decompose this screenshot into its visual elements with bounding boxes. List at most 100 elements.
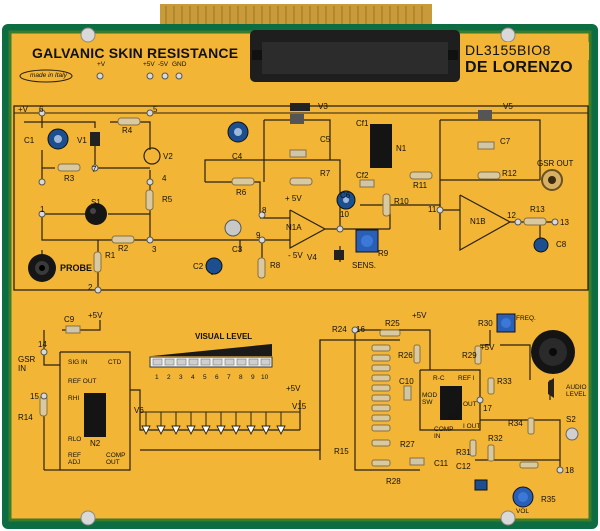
label-i-out: I OUT xyxy=(463,423,481,430)
resistor-r6 xyxy=(231,177,255,186)
switch-s2[interactable] xyxy=(565,427,579,441)
label-n1b: N1B xyxy=(470,217,486,226)
ic-n1 xyxy=(370,124,392,168)
label-c6: C6 xyxy=(340,191,351,200)
label-node-3: 3 xyxy=(152,245,157,254)
label-p5v-r29: +5V xyxy=(480,343,495,352)
label-node-16: 16 xyxy=(356,325,365,334)
supply-label-v: +V xyxy=(97,61,106,68)
label-node-5: 5 xyxy=(153,105,158,114)
label-c4: C4 xyxy=(232,152,243,161)
label-ctd: CTD xyxy=(108,359,122,366)
label-r13: R13 xyxy=(530,205,545,214)
label-node-9: 9 xyxy=(256,231,261,240)
resistor-r5 xyxy=(145,189,154,211)
label-v3: V3 xyxy=(318,102,328,111)
label-sig-in: SIG IN xyxy=(68,359,88,366)
capacitor-c5 xyxy=(289,149,307,158)
resistor-r11 xyxy=(409,171,433,180)
segment-label-9: 9 xyxy=(251,374,255,381)
label-node-13: 13 xyxy=(560,218,569,227)
switch-s1[interactable] xyxy=(85,203,107,225)
label-r12: R12 xyxy=(502,169,517,178)
board-title: GALVANIC SKIN RESISTANCE xyxy=(32,45,239,61)
label-p5v-r25: +5V xyxy=(412,311,427,320)
label-mod-sw: MOD SW xyxy=(422,392,438,407)
label-c8: C8 xyxy=(556,240,567,249)
label-p5v-leds: +5V xyxy=(286,384,301,393)
label-node-8: 8 xyxy=(262,206,267,215)
label-r6: R6 xyxy=(236,188,247,197)
transistor-v2 xyxy=(143,147,161,165)
label-r1: R1 xyxy=(105,251,116,260)
label-rhi: RHI xyxy=(68,395,80,402)
diode-v1 xyxy=(90,132,100,146)
segment-label-6: 6 xyxy=(215,374,219,381)
ic-n3 xyxy=(440,386,462,420)
label-r25: R25 xyxy=(385,319,400,328)
label-node-7: 7 xyxy=(92,165,97,174)
supply-pins xyxy=(96,72,183,80)
label-cf1: Cf1 xyxy=(356,119,369,128)
label-ref-adj: REF ADJ xyxy=(68,452,81,467)
label-r5: R5 xyxy=(162,195,173,204)
diode-v5 xyxy=(478,110,492,120)
label-visual-level: VISUAL LEVEL xyxy=(195,332,253,341)
resistor-r7 xyxy=(289,177,313,186)
capacitor-c10 xyxy=(403,385,412,401)
label-n1a: N1A xyxy=(286,223,302,232)
label-probe: PROBE xyxy=(60,263,93,273)
board-model-code: DL3155BIO8 xyxy=(465,42,551,58)
label-gsr-out: GSR OUT xyxy=(537,159,574,168)
label-out: OUT xyxy=(463,401,477,408)
made-in-italy-badge xyxy=(19,69,73,83)
label-freq: FREQ. xyxy=(516,315,536,322)
label-comp-in: COMP IN xyxy=(434,426,454,441)
edge-connector-contacts xyxy=(165,6,423,27)
label-node-10: 10 xyxy=(340,210,349,219)
diode-v3-body xyxy=(290,114,304,124)
diode-v3 xyxy=(290,103,310,111)
segment-label-2: 2 xyxy=(167,374,171,381)
label-r10: R10 xyxy=(394,197,409,206)
label-r27: R27 xyxy=(400,440,415,449)
label-s2: S2 xyxy=(566,415,576,424)
resistor-r2 xyxy=(111,235,135,244)
led-leads xyxy=(140,411,300,426)
label-node-15: 15 xyxy=(30,392,39,401)
visual-level-wedge xyxy=(152,344,272,356)
segment-label-4: 4 xyxy=(191,374,195,381)
label-r24: R24 xyxy=(332,325,347,334)
segment-label-10: 10 xyxy=(261,374,269,381)
label-n1: N1 xyxy=(396,144,407,153)
ic-n2 xyxy=(84,393,106,437)
resistor-r4 xyxy=(117,117,141,126)
label-node-6: 6 xyxy=(39,105,44,114)
model-panel xyxy=(463,42,589,60)
label-c11: C11 xyxy=(434,459,449,468)
label-r30: R30 xyxy=(478,319,493,328)
label-cf2: Cf2 xyxy=(356,171,369,180)
label-c12: C12 xyxy=(456,462,471,471)
resistor-r12 xyxy=(477,171,501,180)
label-node-1: 1 xyxy=(40,205,45,214)
label-s1: S1 xyxy=(91,198,101,207)
label-p5v: + 5V xyxy=(285,194,302,203)
capacitor-c8 xyxy=(533,237,549,253)
label-v15: V15 xyxy=(292,402,307,411)
label-ref-i: REF I xyxy=(458,375,475,382)
label-c2: C2 xyxy=(193,262,204,271)
trimmer-c3[interactable] xyxy=(224,219,242,237)
led-bargraph-segments xyxy=(152,358,271,366)
label-audio-level: AUDIO LEVEL xyxy=(566,384,587,399)
label-ref-out: REF OUT xyxy=(68,378,97,385)
supply-label-gnd: GND xyxy=(172,61,187,68)
label-r11: R11 xyxy=(413,181,428,190)
label-r4: R4 xyxy=(122,126,133,135)
label-n3: N3 xyxy=(448,413,459,422)
resistor-r13 xyxy=(523,217,547,226)
segment-label-3: 3 xyxy=(179,374,183,381)
label-rc: R-C xyxy=(433,375,445,382)
label-node-18: 18 xyxy=(565,466,574,475)
